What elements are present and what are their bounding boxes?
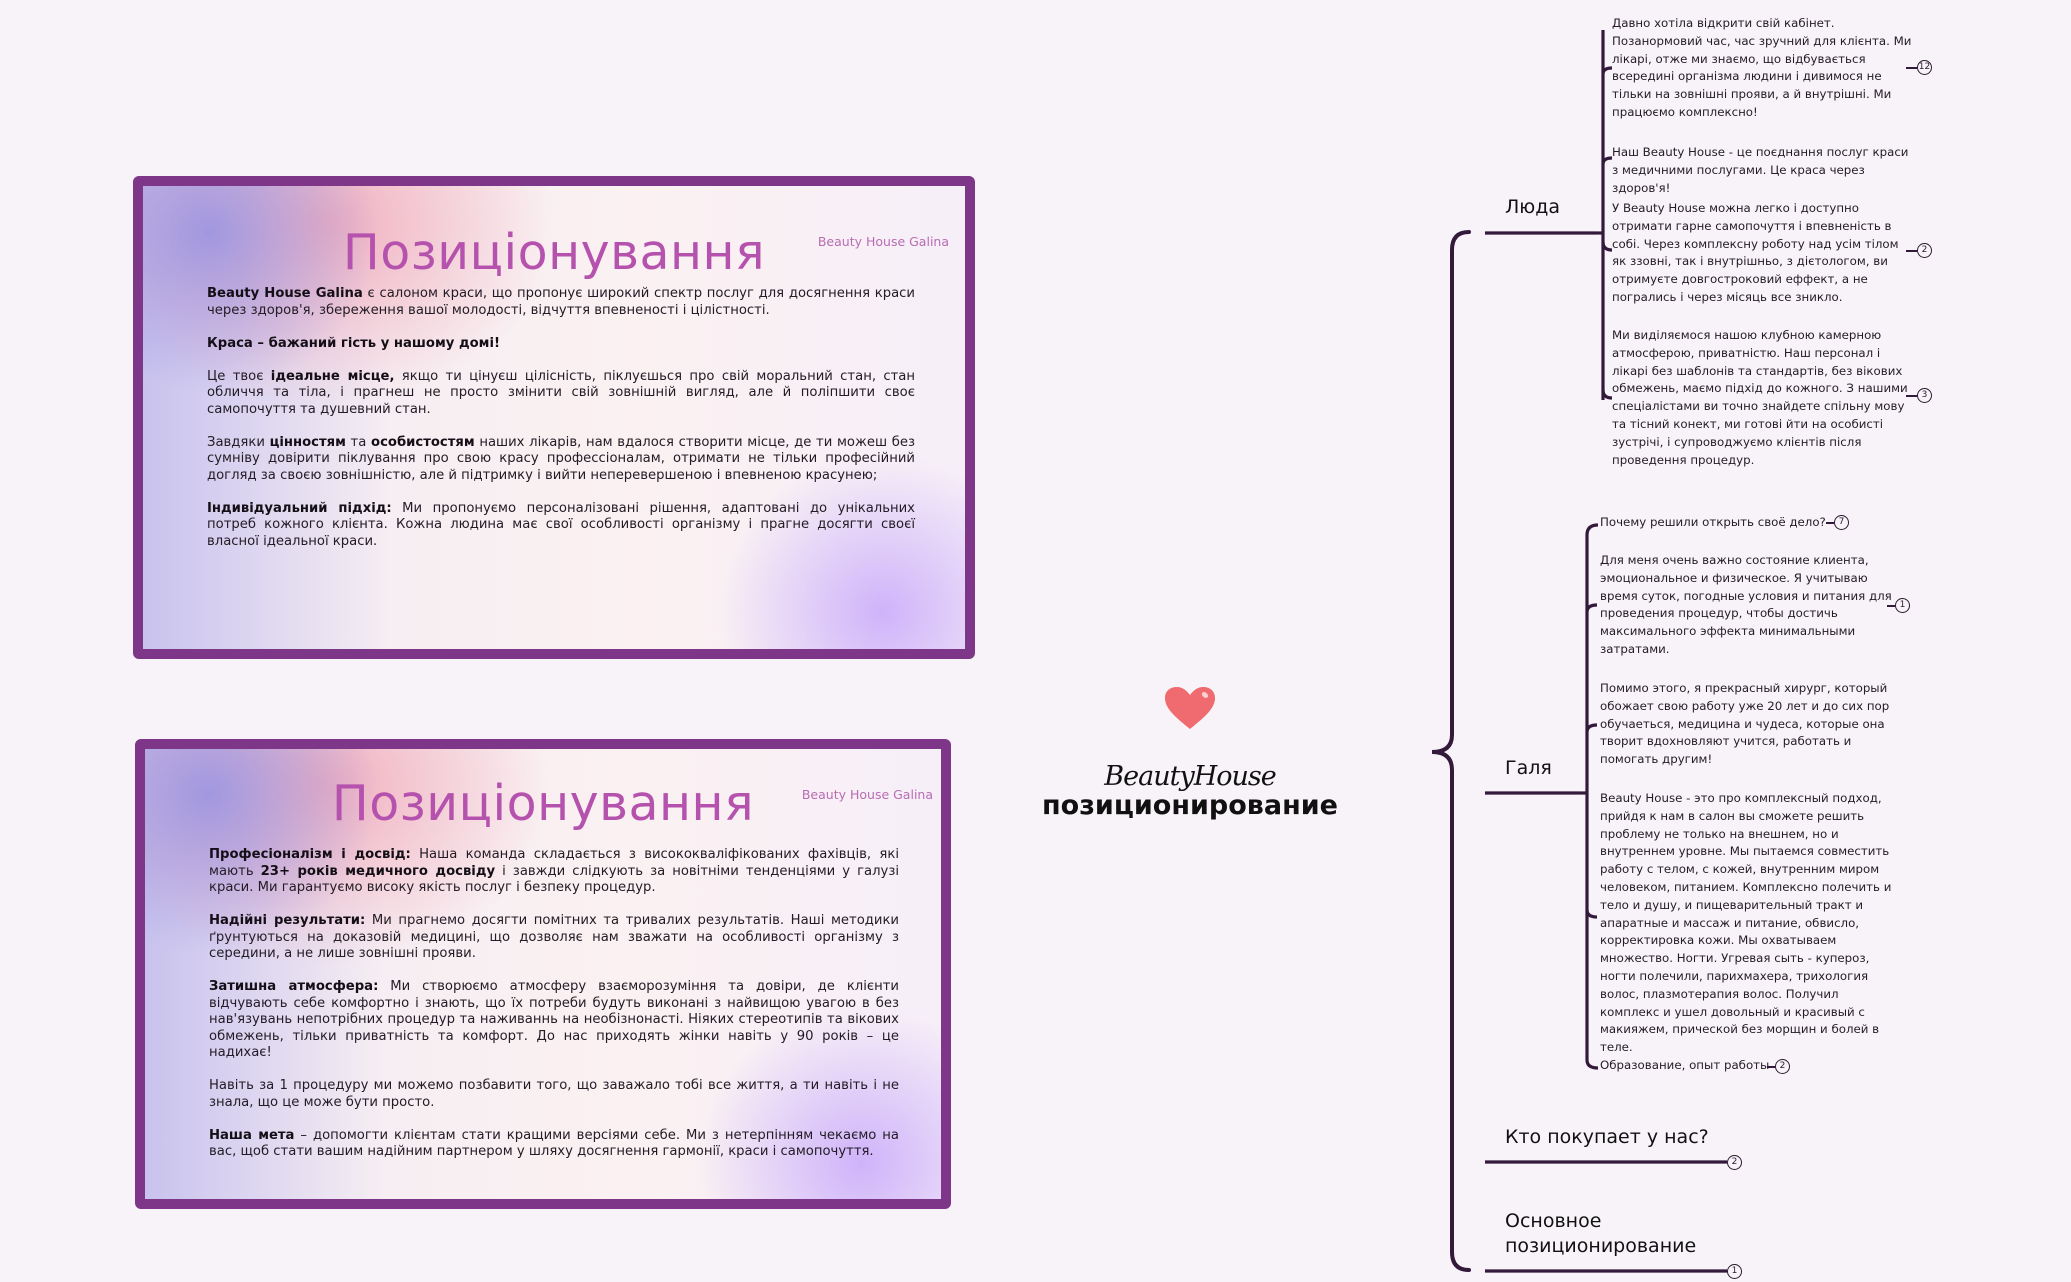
count-badge[interactable]: 2 — [1727, 1155, 1742, 1170]
slide-body: Beauty House Galina є салоном краси, що … — [207, 286, 915, 567]
note-luda-1[interactable]: Давно хотіла відкрити свій кабінет. Поза… — [1612, 16, 1912, 119]
slide-paragraph: Завдяки цінностям та особистостям наших … — [207, 434, 915, 483]
slide-brand: Beauty House Galina — [801, 787, 933, 802]
count-badge[interactable]: 2 — [1775, 1059, 1790, 1074]
count-badge[interactable]: 2 — [1917, 243, 1932, 258]
note-galya-1[interactable]: Для меня очень важно состояние клиента, … — [1600, 553, 1892, 656]
slide-title: Позиціонування — [331, 775, 755, 832]
note-luda-2[interactable]: Наш Beauty House - це поєднання послуг к… — [1612, 145, 1909, 195]
count-badge[interactable]: 1 — [1727, 1264, 1742, 1279]
note-luda-4[interactable]: Ми виділяємося нашою клубною камерною ат… — [1612, 328, 1908, 467]
count-badge[interactable]: 1 — [1895, 598, 1910, 613]
central-topic[interactable]: BeautyHouse позиционирование — [1040, 686, 1340, 821]
central-title: позиционирование — [1042, 790, 1338, 821]
slide-paragraph: Професіоналізм і досвід: Наша команда ск… — [209, 847, 900, 895]
count-badge[interactable]: 7 — [1834, 515, 1849, 530]
slide-paragraph: Індивідуальний підхід: Ми пропонуємо пер… — [207, 500, 915, 549]
note-galya-3[interactable]: Beauty House - это про комплексный подхо… — [1600, 791, 1892, 1055]
note-galya-question[interactable]: Почему решили открыть своё дело? — [1600, 515, 1826, 529]
branch-luda[interactable]: Люда — [1505, 196, 1561, 218]
slide-paragraph: Це твоє ідеальне місце, якщо ти цінуєш ц… — [207, 368, 915, 417]
count-badge[interactable]: 3 — [1917, 388, 1932, 403]
note-luda-3[interactable]: У Beauty House можна легко і доступно от… — [1612, 201, 1899, 304]
slide-paragraph: Надійні результати: Ми прагнемо досягти … — [209, 913, 899, 961]
slide-body: Професіоналізм і досвід: Наша команда ск… — [209, 847, 899, 1177]
count-badge[interactable]: 12 — [1917, 60, 1932, 75]
branch-main-positioning[interactable]: Основное позиционирование — [1505, 1210, 1697, 1257]
slide-paragraph: Beauty House Galina є салоном краси, що … — [207, 286, 915, 318]
heart-icon — [1165, 687, 1215, 729]
slide-paragraph: Краса – бажаний гість у нашому домі! — [207, 335, 500, 351]
slide-paragraph: Наша мета – допомогти клієнтам стати кра… — [209, 1127, 900, 1160]
central-brand: BeautyHouse — [1104, 761, 1276, 792]
note-galya-education[interactable]: Образование, опыт работы — [1600, 1058, 1770, 1072]
slide-positioning-1[interactable]: Позиціонування Beauty House Galina Beaut… — [133, 176, 975, 659]
slide-title: Позиціонування — [342, 224, 766, 281]
branch-galya[interactable]: Галя — [1505, 757, 1552, 779]
slide-brand: Beauty House Galina — [817, 234, 949, 249]
branch-buyers[interactable]: Кто покупает у нас? — [1505, 1126, 1709, 1148]
slide-paragraph: Навіть за 1 процедуру ми можемо позбавит… — [209, 1078, 899, 1110]
note-galya-2[interactable]: Помимо этого, я прекрасный хирург, котор… — [1600, 681, 1890, 767]
slide-positioning-2[interactable]: Позиціонування Beauty House Galina Профе… — [135, 739, 951, 1209]
slide-paragraph: Затишна атмосфера: Ми створюємо атмосфер… — [209, 979, 899, 1060]
